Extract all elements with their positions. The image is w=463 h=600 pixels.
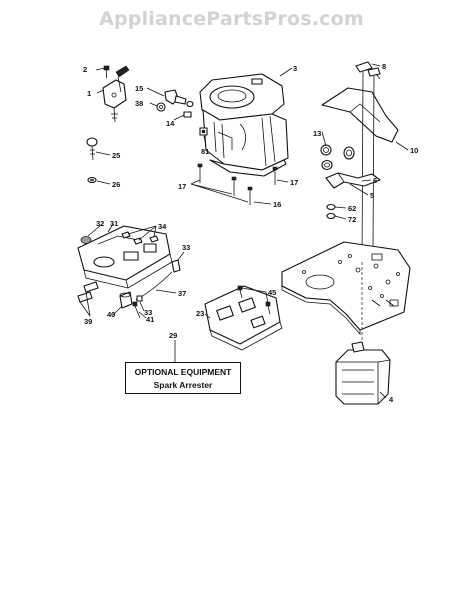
callout-41: 41	[146, 315, 154, 324]
leader-lines	[79, 63, 409, 399]
part-81	[199, 127, 208, 136]
callout-1: 1	[87, 89, 91, 98]
engine	[199, 73, 289, 177]
callout-29: 29	[169, 331, 177, 340]
callout-8: 8	[382, 62, 386, 71]
callout-38: 38	[135, 99, 143, 108]
nut-38	[156, 102, 166, 112]
callout-13: 13	[313, 129, 321, 138]
bushing-40	[119, 291, 133, 309]
cap-32	[80, 236, 92, 244]
engine-mount-bolts	[197, 163, 278, 205]
optional-equipment-box: OPTIONAL EQUIPMENT Spark Arrester	[125, 362, 241, 394]
chassis-plate	[281, 241, 411, 342]
callout-4: 4	[389, 395, 394, 404]
callout-31: 31	[110, 219, 118, 228]
callout-17-left: 17	[178, 182, 186, 191]
plug-33-top	[171, 259, 181, 273]
callout-10: 10	[410, 146, 418, 155]
callout-6: 6	[373, 176, 377, 185]
callout-40: 40	[107, 310, 115, 319]
callout-2: 2	[83, 65, 87, 74]
plug-33-bottom	[136, 295, 143, 302]
washer-26	[87, 176, 97, 184]
washer-72	[326, 212, 336, 220]
elbow-fitting	[164, 89, 194, 108]
callout-labels: 2 1 3 15 38 14 81 17 17 16 25 26 8 10 13…	[83, 62, 418, 404]
optional-equipment-title: OPTIONAL EQUIPMENT	[134, 367, 232, 377]
callout-25: 25	[112, 151, 120, 160]
knob-25	[86, 137, 98, 161]
callout-14: 14	[166, 119, 175, 128]
callout-45: 45	[268, 288, 276, 297]
fitting-14	[183, 111, 192, 118]
callout-3: 3	[293, 64, 297, 73]
shroud-31	[77, 225, 173, 289]
callout-17-right: 17	[290, 178, 298, 187]
callout-72: 72	[348, 215, 356, 224]
clamps-13	[320, 144, 355, 171]
callout-32: 32	[96, 219, 104, 228]
callout-23: 23	[196, 309, 204, 318]
callout-5: 5	[370, 191, 374, 200]
callout-16: 16	[273, 200, 281, 209]
exhaust-pipe-6	[325, 172, 381, 189]
spark-arrester-label: Spark Arrester	[153, 380, 213, 390]
callout-33-top: 33	[182, 243, 190, 252]
callout-62: 62	[348, 204, 356, 213]
callout-33-bottom: 33	[144, 308, 152, 317]
callout-34: 34	[158, 222, 167, 231]
callout-37: 37	[178, 289, 186, 298]
callout-26: 26	[112, 180, 120, 189]
muffler-4	[335, 341, 391, 405]
spacers-39	[77, 281, 99, 303]
plate-23	[204, 285, 283, 351]
watermark: AppliancePartsPros.com	[99, 8, 364, 30]
callout-39: 39	[84, 317, 92, 326]
throttle-control-bracket	[102, 65, 130, 123]
washer-62	[326, 203, 336, 211]
callout-15: 15	[135, 84, 143, 93]
heat-shield-10	[321, 61, 399, 263]
screw-41	[132, 301, 141, 319]
callout-81: 81	[201, 147, 209, 156]
